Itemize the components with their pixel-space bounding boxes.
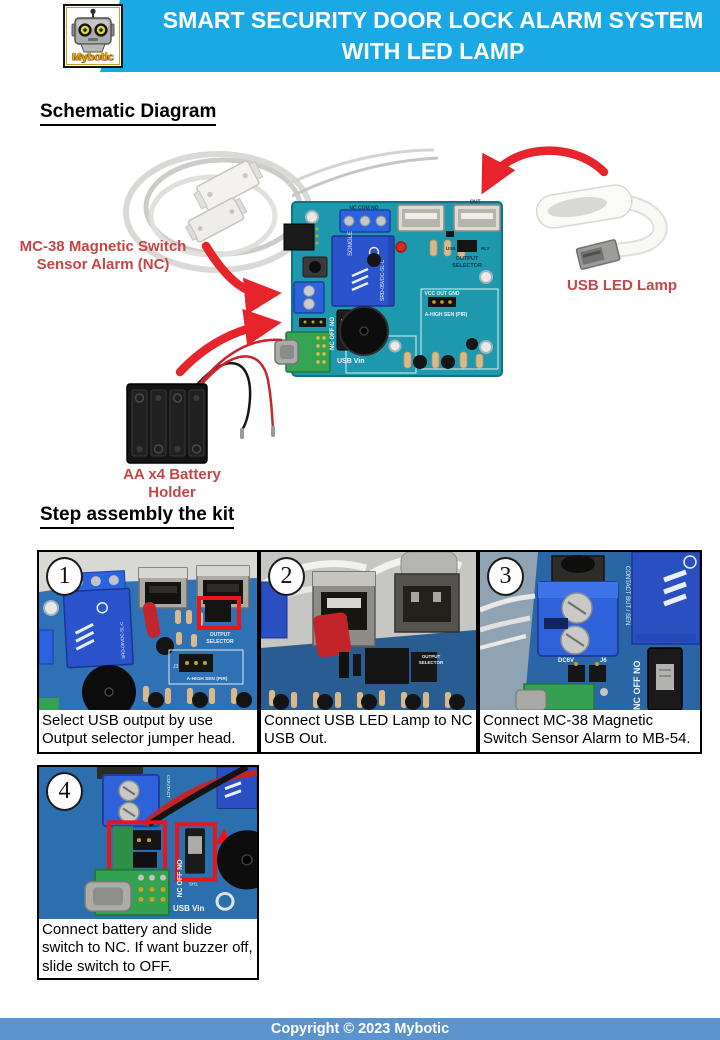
connection-arrows — [175, 146, 609, 377]
step-2-caption: Connect USB LED Lamp to NC USB Out. — [264, 712, 473, 748]
sh1-label: SH1 — [189, 882, 198, 887]
page-title-line1: SMART SECURITY DOOR LOCK ALARM SYSTEM — [162, 7, 704, 33]
push-button — [302, 256, 328, 278]
step-2-illustration: OUTPUT SELECTOR — [261, 552, 476, 710]
out-port-label: OUT — [470, 200, 481, 206]
relay-terminal — [339, 209, 391, 233]
step-2-photo: OUTPUT SELECTOR — [261, 552, 476, 710]
relay-brand-label: SONGLE — [348, 231, 354, 256]
step-2-number: 2 — [268, 557, 305, 596]
lamp-label: USB LED Lamp — [567, 277, 677, 294]
copyright-text: Copyright © 2023 Mybotic — [270, 1021, 450, 1037]
contact-label: CONTACT BUT / SEN — [624, 566, 630, 625]
lamp-arrow — [481, 146, 609, 195]
pcb-board: NC COM NO OUT — [274, 200, 503, 377]
schematic-heading: Schematic Diagram — [40, 101, 217, 126]
rly-silk-label: RLY — [481, 246, 490, 251]
switch-label: NC OFF NO — [330, 317, 336, 350]
usb-led-lamp — [535, 184, 668, 270]
usb-plug — [575, 239, 621, 270]
step-4-cell: 4 CONTACT — [37, 765, 259, 980]
red-led — [395, 241, 407, 253]
idc-socket — [283, 223, 319, 251]
sensitivity-header: VCC OUT GND A-HIGH SEN (PIR) — [425, 291, 468, 318]
terminal-label: NC COM NO — [349, 206, 378, 212]
red-lamp-part — [313, 612, 352, 658]
transistors — [367, 253, 478, 369]
step-3-caption: Connect MC-38 Magnetic Switch Sensor Ala… — [483, 712, 691, 748]
relay-model-label: SRD-05VDC-SL-C — [380, 259, 386, 301]
sensor-label-line2: Sensor Alarm (NC) — [37, 256, 170, 273]
footer-bar: Copyright © 2023 Mybotic — [0, 1018, 720, 1040]
switch-label: NC OFF NO — [632, 661, 642, 711]
usb-silk-label: USB — [446, 246, 456, 251]
output-selector: USB RLY OUTPUT SELECTOR — [446, 240, 490, 269]
output-label: OUTPUT — [210, 632, 231, 638]
step-4-illustration: CONTACT NC OFF NO — [39, 767, 257, 920]
dc6v-label: DC6V — [558, 658, 574, 664]
step-4-caption: Connect battery and slide switch to NC. … — [42, 921, 253, 975]
relay: SONGLE SRD-05VDC-SL-C — [331, 231, 395, 307]
battery-holder — [126, 338, 283, 464]
relay-edge — [631, 552, 700, 645]
battery-label-line1: AA x4 Battery — [123, 466, 221, 483]
step-1-caption: Select USB output by use Output selector… — [42, 712, 236, 748]
selector-label: SELECTOR — [206, 639, 234, 645]
step-3-number: 3 — [487, 557, 524, 596]
usb-c-board — [274, 331, 331, 373]
relay-model: SRD-05VDC-SL-C — [119, 621, 126, 659]
vcc-label: VCC OUT GND — [425, 291, 460, 297]
usb-vin-label: USB Vin — [337, 358, 365, 365]
header-banner: SMART SECURITY DOOR LOCK ALARM SYSTEM WI… — [100, 0, 720, 72]
usb-vin-label: USB Vin — [173, 904, 205, 913]
power-jumper — [299, 318, 326, 327]
step-1-cell: 1 SRD-05VDC-SL-C — [37, 550, 259, 754]
pir-label: A-HIGH SEN (PIR) — [187, 676, 228, 682]
terminal-block — [537, 581, 619, 657]
brand-logo: Mybotic — [63, 4, 123, 68]
usb-c-board — [84, 868, 170, 917]
battery-label-line2: Holder — [148, 484, 196, 501]
j6-label: J6 — [600, 658, 607, 664]
usb-port-nc — [397, 204, 445, 232]
j3-label: J3 — [173, 664, 179, 670]
output-label: OUTPUT — [422, 654, 441, 659]
robot-icon — [71, 8, 115, 53]
highlight-box-switch — [175, 822, 217, 882]
step-3-cell: 3 — [478, 550, 702, 754]
selector-label: SELECTOR — [419, 660, 444, 665]
pir-label: A-HIGH SEN (PIR) — [425, 312, 468, 318]
relay: SRD-05VDC-SL-C — [62, 570, 134, 669]
output-label: OUTPUT — [456, 256, 479, 262]
buzzer — [339, 306, 389, 356]
step-2-cell: 2 — [259, 550, 478, 754]
lamp-plug — [394, 552, 460, 633]
assembly-heading: Step assembly the kit — [40, 504, 235, 529]
selector-label: SELECTOR — [452, 263, 482, 269]
contact-label: CONTACT — [165, 775, 171, 798]
sensor-terminal — [293, 281, 325, 314]
highlight-box — [197, 596, 241, 630]
resistors — [403, 239, 484, 369]
schematic-figure: MC-38 Magnetic Switch Sensor Alarm (NC) … — [20, 146, 677, 501]
sensor-arrow — [201, 241, 282, 315]
step-1-number: 1 — [46, 557, 83, 596]
page-title-line2: WITH LED LAMP — [341, 38, 525, 64]
switch-label: NC OFF NO — [177, 859, 184, 898]
slide-switch — [647, 647, 683, 710]
sensor-label-line1: MC-38 Magnetic Switch — [20, 238, 187, 255]
brand-name: Mybotic — [72, 51, 114, 63]
usb-port-out: OUT — [453, 200, 501, 232]
battery-arrow — [175, 308, 282, 377]
step-4-number: 4 — [46, 772, 83, 811]
step-4-photo: CONTACT NC OFF NO — [39, 767, 257, 920]
